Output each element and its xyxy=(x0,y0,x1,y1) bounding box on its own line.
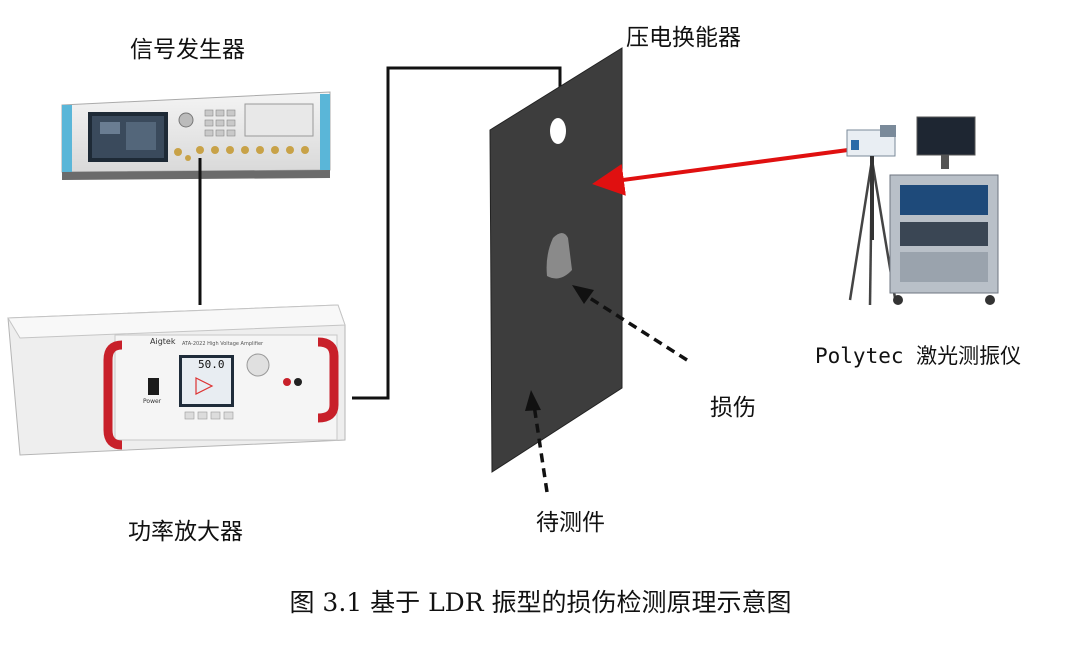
laser-vibrometer-device xyxy=(846,116,999,306)
power-amplifier-device xyxy=(7,304,346,456)
signal-generator-device xyxy=(61,91,331,180)
damage-region xyxy=(546,233,572,279)
piezo-transducer xyxy=(550,118,566,144)
vibrometer-label: Polytec 激光测振仪 xyxy=(815,344,1022,368)
cable-amplifier-transducer xyxy=(352,66,562,400)
damage-label: 损伤 xyxy=(710,395,756,421)
amplifier-power-label: Power xyxy=(143,398,162,405)
amplifier-model: ATA-2022 High Voltage Amplifier xyxy=(182,341,264,347)
power-amplifier-label: 功率放大器 xyxy=(128,519,243,545)
amplifier-reading: 50.0 xyxy=(198,358,225,371)
specimen-pointer-arrow xyxy=(525,390,549,493)
transducer-label: 压电换能器 xyxy=(626,25,741,51)
amplifier-brand: Aigtek xyxy=(150,337,176,346)
signal-generator-label: 信号发生器 xyxy=(130,37,245,63)
specimen-label: 待测件 xyxy=(536,510,605,536)
damage-pointer-arrow xyxy=(572,285,688,362)
figure-caption: 图 3.1 基于 LDR 振型的损伤检测原理示意图 xyxy=(289,588,792,617)
detection-diagram xyxy=(7,47,999,493)
laser-beam-arrow xyxy=(592,148,849,196)
